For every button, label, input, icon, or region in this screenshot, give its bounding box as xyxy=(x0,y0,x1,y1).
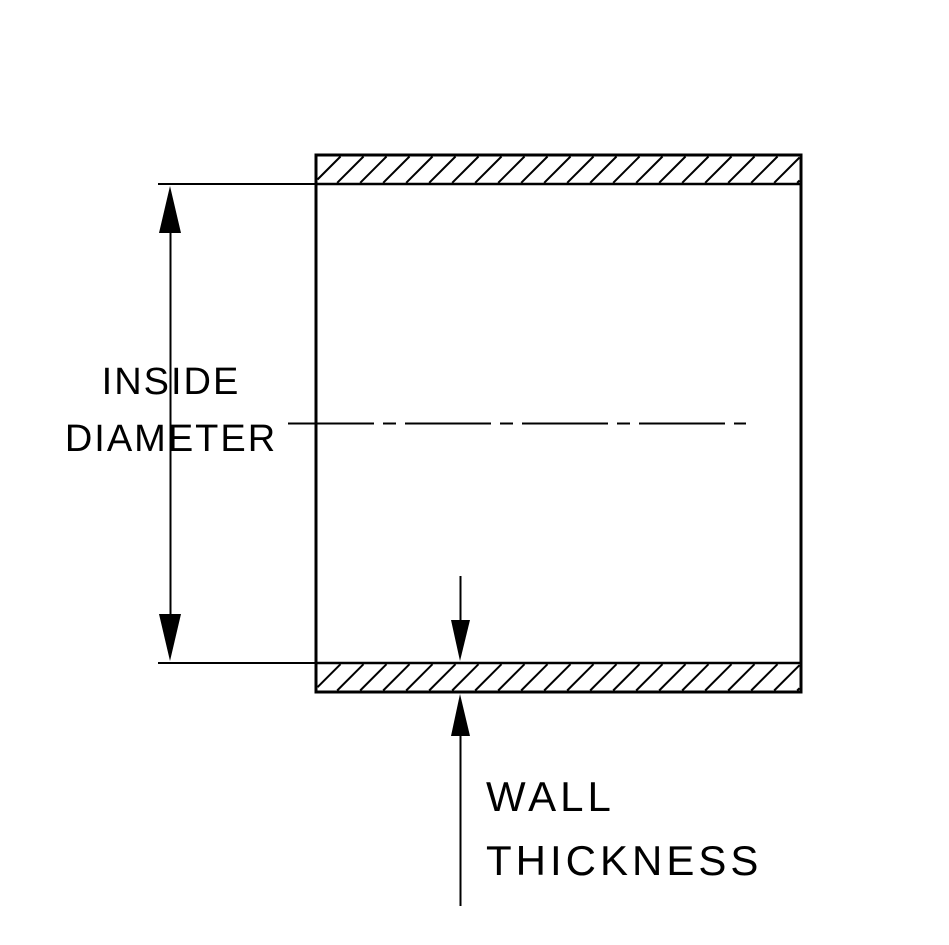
hatch-line xyxy=(382,663,411,692)
hatch-line xyxy=(405,155,434,184)
hatch-line xyxy=(681,155,710,184)
hatch-line xyxy=(316,663,342,688)
hatch-line xyxy=(359,663,388,692)
hatch-line xyxy=(635,155,664,184)
hatch-line xyxy=(474,155,503,184)
hatch-line xyxy=(497,155,526,184)
hatch-line xyxy=(316,155,342,181)
inside-diameter-label-line2: DIAMETER xyxy=(65,418,277,460)
hatch-line xyxy=(796,179,801,184)
arrow-up-icon xyxy=(451,694,470,736)
hatch-line xyxy=(428,663,457,692)
hatch-line xyxy=(520,663,549,692)
hatch-line xyxy=(589,155,618,184)
hatch-line xyxy=(566,155,595,184)
hatch-line xyxy=(566,663,595,692)
hatch-line xyxy=(451,155,480,184)
hatch-line xyxy=(382,155,411,184)
hatch-line xyxy=(612,663,641,692)
hatch-line xyxy=(727,663,756,692)
hatch-line xyxy=(336,663,365,692)
top-wall-hatching xyxy=(316,155,801,184)
hatch-line xyxy=(474,663,503,692)
arrow-up-icon xyxy=(159,186,181,233)
hatch-line xyxy=(750,663,779,692)
wall-thickness-label-line2: THICKNESS xyxy=(486,837,762,884)
hatch-line xyxy=(796,687,801,692)
arrow-down-icon xyxy=(159,614,181,661)
hatch-line xyxy=(359,155,388,184)
hatch-line xyxy=(727,155,756,184)
hatch-line xyxy=(543,663,572,692)
hatch-line xyxy=(589,663,618,692)
inside-diameter-label-line1: INSIDE xyxy=(102,361,241,403)
hatch-line xyxy=(543,155,572,184)
hatch-line xyxy=(612,155,641,184)
hatch-line xyxy=(658,663,687,692)
hatch-line xyxy=(635,663,664,692)
hatch-line xyxy=(658,155,687,184)
hatch-line xyxy=(405,663,434,692)
hatch-line xyxy=(773,156,801,184)
drawing-root: INSIDE DIAMETER WALL THICKNESS xyxy=(65,153,803,906)
hatch-line xyxy=(704,663,733,692)
hatch-line xyxy=(681,663,710,692)
hatch-line xyxy=(750,155,779,184)
hatch-line xyxy=(428,155,457,184)
hatch-line xyxy=(520,155,549,184)
hatch-line xyxy=(336,155,365,184)
bottom-wall-hatching xyxy=(316,663,801,692)
wall-thickness-label-line1: WALL xyxy=(486,773,615,820)
hatch-line xyxy=(704,155,733,184)
hatch-line xyxy=(451,663,480,692)
arrow-down-icon xyxy=(451,620,470,661)
hatch-line xyxy=(497,663,526,692)
hatch-line xyxy=(773,664,801,692)
